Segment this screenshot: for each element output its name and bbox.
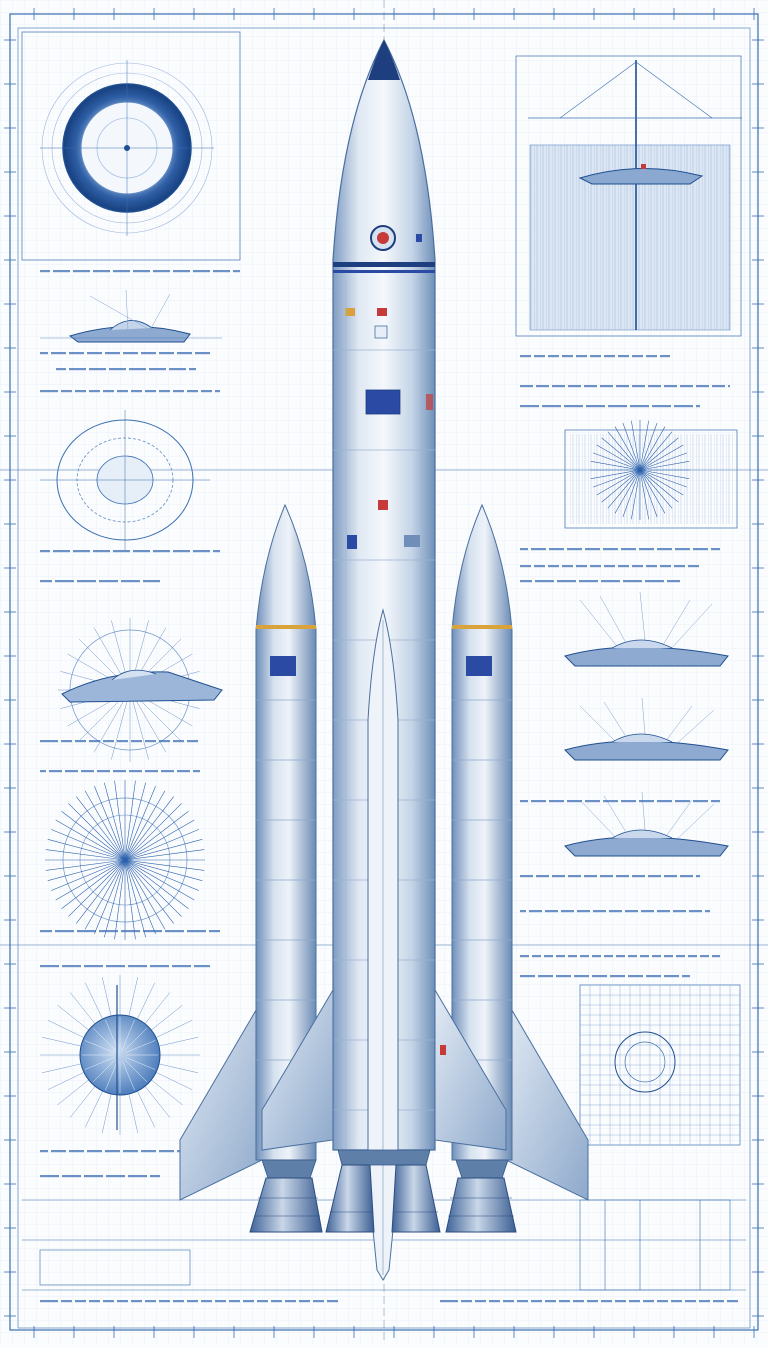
panel-mesh-section: [579, 984, 741, 1146]
rocket: [179, 38, 589, 1281]
panel-craft-profile-4: [564, 697, 729, 761]
panel-starburst: [45, 780, 205, 940]
panel-hatched-grid: [564, 420, 738, 529]
panel-craft-profile-2: [58, 618, 223, 762]
panel-sphere-section: [40, 975, 200, 1135]
panel-hub-section: [40, 410, 210, 550]
right-booster: [445, 503, 517, 1233]
panel-craft-profile-3: [564, 591, 729, 667]
panel-craft-profile-1: [40, 289, 222, 343]
annotation-marks: [40, 270, 738, 1303]
core-stage: [261, 38, 507, 1281]
frame-ticks: [4, 8, 764, 1338]
panel-tower-elevation: [515, 55, 742, 337]
panel-ring-section: [21, 31, 241, 261]
left-booster: [249, 503, 323, 1233]
panel-craft-profile-5: [564, 791, 729, 857]
